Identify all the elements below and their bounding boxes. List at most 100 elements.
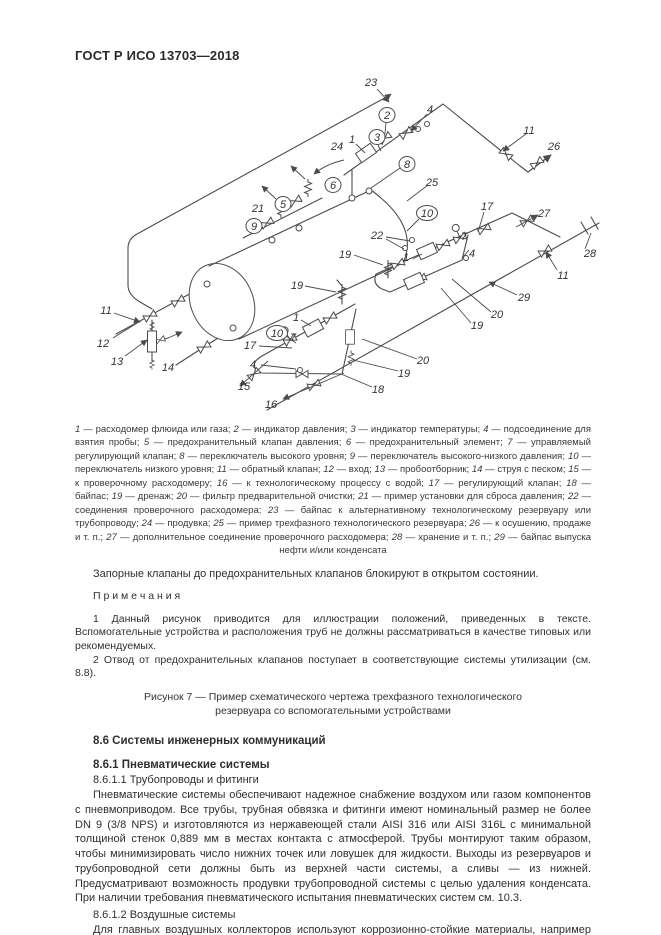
legend-item: 24 — продувка; [141,518,214,530]
diagram-callout: 1 [403,252,409,264]
legend-item: 21 — пример установки для сброса давлени… [358,491,568,503]
diagram-callout: 29 [517,292,530,304]
callout-circle [398,156,416,172]
legend-item: 25 — пример трехфазного технологического… [213,518,470,530]
diagram-callout: 4 [250,359,256,371]
diagram-callout: 2 [383,110,390,122]
diagram-callout: 11 [100,305,111,317]
legend-item: 22 — соединения проверочного расходомера… [75,491,592,516]
diagram-callout: 9 [251,221,257,233]
diagram-callout: 19 [291,280,303,292]
diagram-callout: 10 [271,328,284,340]
diagram-callout: 27 [537,208,551,220]
heading-8-6-1: 8.6.1 Пневматические системы [93,759,270,772]
diagram-callout: 3 [374,132,381,144]
note-2: 2 Отвод от предохранительных клапанов по… [75,653,591,680]
locking-note: Запорные клапаны до предохранительных кл… [93,568,539,581]
diagram-callout: 4 [427,104,433,116]
callout-circle [245,218,263,234]
diagram-callout: 26 [547,141,561,153]
legend-item: 28 — хранение и т. п.; [391,531,495,543]
legend-item: 17 — регулирующий клапан; [428,477,567,489]
legend-item: 20 — фильтр предварительной очистки; [176,491,359,503]
diagram-callout: 13 [111,356,124,368]
callout-circle [378,107,396,123]
legend-item: 18 — байпас; [75,477,592,503]
legend-item: 29 — байпас выпуска нефти и/или конденса… [279,531,591,557]
heading-8-6-1-1: 8.6.1.1 Трубопроводы и фитинги [93,774,259,787]
figure-caption: Рисунок 7 — Пример схематического чертеж… [144,690,522,717]
diagram-callout: 4 [469,248,475,260]
note-1: 1 Данный рисунок приводится для иллюстра… [75,612,591,652]
legend-item: 23 — байпас к альтернативному технологич… [75,504,591,530]
callout-circle [324,177,342,193]
diagram-callout: 15 [238,381,251,393]
heading-8-6-1-2: 8.6.1.2 Воздушные системы [93,909,236,921]
diagram-callout: 21 [251,203,264,215]
legend-item: 10 — переключатель низкого уровня; [75,450,591,476]
tank-nozzle [229,324,237,332]
legend-item: 14 — струя с песком; [471,464,569,476]
diagram-callout: 19 [471,320,483,332]
tank-nozzle [203,280,211,288]
diagram-callout: 28 [583,248,597,260]
diagram-callout: 22 [370,230,383,242]
legend-item: 8 — переключатель высокого уровня; [179,450,350,462]
diagram-callout: 25 [425,177,439,189]
paragraph-8-6-1-2: Для главных воздушных коллекторов исполь… [93,924,591,935]
diagram-callout: 1 [349,134,355,146]
legend-item: 2 — индикатор давления; [233,424,351,435]
diagram-callout: 14 [162,362,174,374]
legend-item: 7 — управляемый регулирующий клапан; [75,437,591,462]
tank [188,187,408,342]
legend-item: 19 — дренаж; [111,491,177,503]
legend-item: 26 — к осушению, продаже и т. п.; [75,518,591,543]
diagram-callout: 17 [244,340,257,352]
legend-item: 11 — обратный клапан; [216,464,324,476]
legend-item: 16 — к технологическому процессу с водой… [216,477,429,489]
notes-heading: П р и м е ч а н и я [93,590,181,603]
legend-item: 15 — к проверочному расходомеру; [75,464,591,489]
diagram-callout: 7 [461,231,468,243]
sampler-symbol [147,330,157,353]
paragraph-8-6-1-1: Пневматические системы обеспечивают наде… [75,789,591,905]
legend-item: 4 — подсоединение для взятия пробы; [75,424,591,449]
legend-item: 6 — предохранительный элемент; [345,437,508,449]
diagram-callout: 10 [421,208,434,220]
diagram-callout: 6 [330,180,337,192]
diagram-callout: 18 [372,384,385,396]
legend-item: 12 — вход; [323,464,375,476]
tank-nozzle [348,194,356,202]
tank-nozzle [365,187,373,195]
callout-circle [368,129,386,145]
diagram-callout: 7 [290,332,297,344]
legend-item: 13 — пробоотборник; [374,464,472,476]
diagram-callout: 8 [404,159,411,171]
callout-circle [416,205,438,221]
diagram-callout: 19 [398,368,410,380]
diagram-callout: 24 [330,141,343,153]
diagram-callout: 20 [416,355,430,367]
diagram-callout: 11 [523,125,534,137]
diagram-callout: 16 [265,399,278,411]
heading-8-6: 8.6 Системы инженерных коммуникаций [93,735,326,748]
legend-item: 27 — дополнительное соединение проверочн… [106,531,392,543]
figure-legend: 1 — расходомер флюида или газа; 2 — инди… [75,423,591,558]
diagram-callout: 5 [280,199,287,211]
diagram-callout: 17 [481,201,494,213]
legend-item: 1 — расходомер флюида или газа; [75,424,234,435]
legend-item: 5 — предохранительный клапан давления; [143,437,346,449]
legend-item: 9 — переключатель высокого-низкого давле… [349,450,568,462]
diagram-callout: 23 [364,77,378,89]
diagram-callout: 11 [557,270,568,282]
legend-item: 3 — индикатор температуры; [350,424,484,435]
callout-circle [274,196,292,212]
diagram-callout: 20 [490,309,504,321]
diagram-callout: 1 [293,312,299,324]
pipe-network [115,93,600,411]
diagram-callout: 19 [339,249,351,261]
callout-circle [266,325,288,341]
document-title: ГОСТ Р ИСО 13703—2018 [75,48,240,63]
